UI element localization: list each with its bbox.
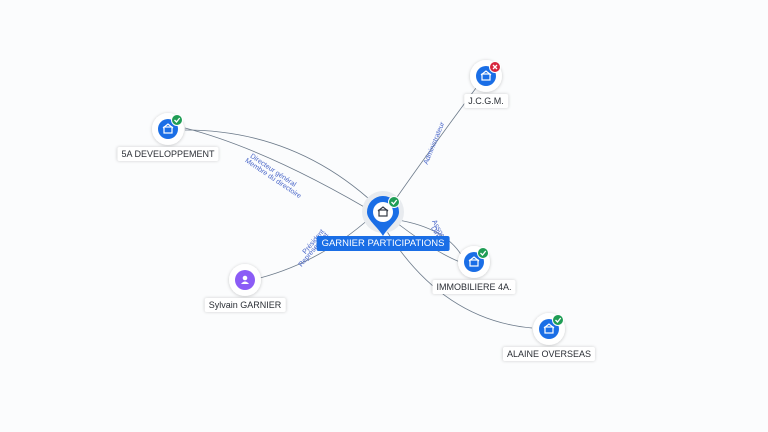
- node-sylvain[interactable]: [229, 264, 261, 296]
- node-5a[interactable]: [152, 113, 184, 145]
- check-icon: [477, 247, 489, 259]
- edge-label: Membre du directoire: [243, 157, 302, 200]
- edge-main-immo: [397, 219, 463, 257]
- person-icon: [241, 275, 249, 284]
- node-label-immo[interactable]: IMMOBILIERE 4A.: [432, 280, 516, 294]
- building-icon: [468, 256, 480, 267]
- edge-5a-main: [184, 127, 384, 219]
- node-label-alaine[interactable]: ALAINE OVERSEAS: [502, 347, 596, 361]
- building-icon: [162, 123, 174, 134]
- node-jcgm[interactable]: [470, 60, 502, 92]
- node-main[interactable]: [362, 191, 404, 236]
- node-label-jcgm[interactable]: J.C.G.M.: [464, 94, 508, 108]
- edge-sylvain-main: [259, 217, 371, 279]
- check-icon: [552, 314, 564, 326]
- node-label-main[interactable]: GARNIER PARTICIPATIONS: [316, 236, 450, 251]
- building-icon: [480, 70, 492, 81]
- edge-label: Administrateur: [423, 121, 447, 166]
- building-icon: [543, 323, 555, 334]
- cross-icon: [489, 61, 501, 73]
- node-label-5a[interactable]: 5A DEVELOPPEMENT: [117, 147, 219, 161]
- check-icon: [171, 114, 183, 126]
- node-label-sylvain[interactable]: Sylvain GARNIER: [204, 298, 286, 312]
- check-icon: [388, 196, 400, 208]
- node-alaine[interactable]: [533, 313, 565, 345]
- node-immo[interactable]: [458, 246, 490, 278]
- building-icon: [377, 206, 389, 217]
